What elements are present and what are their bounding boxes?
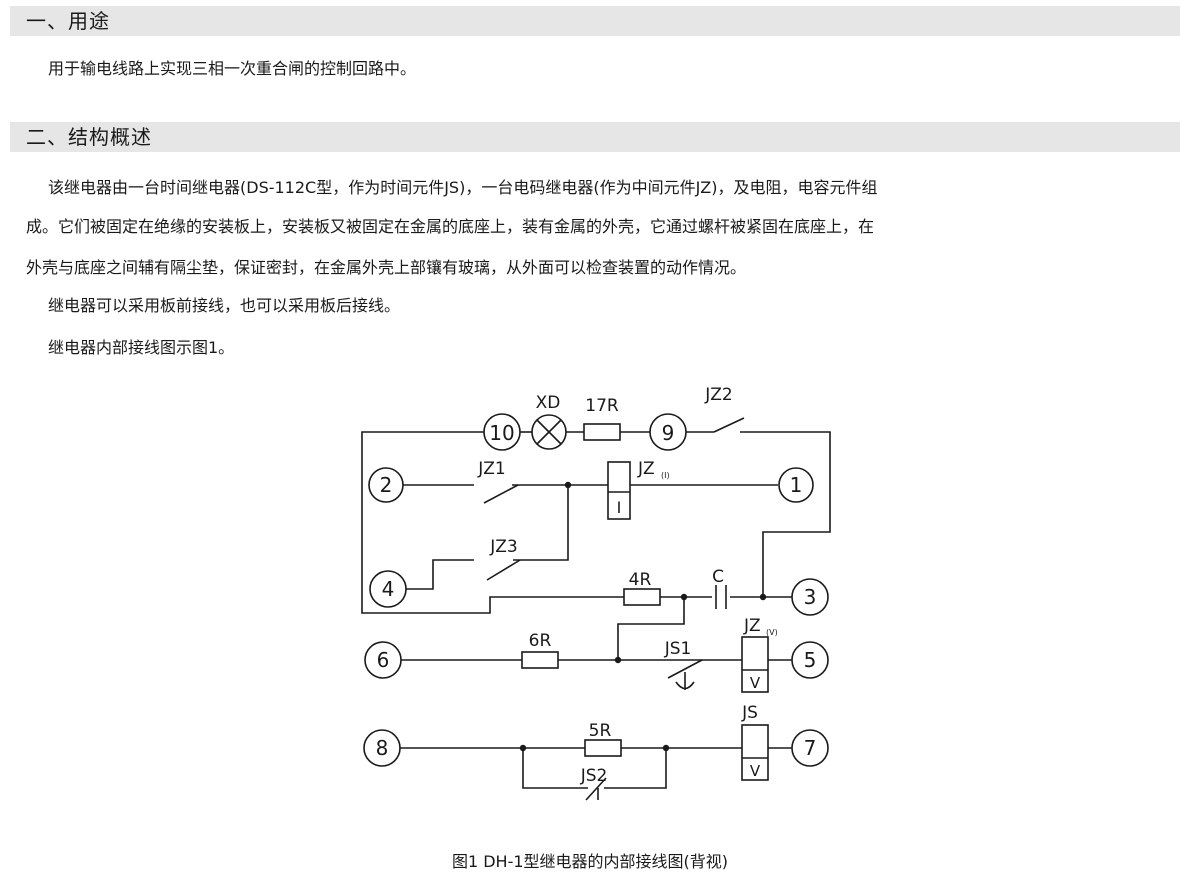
coil-js-mark: V: [750, 762, 761, 780]
label-c: C: [712, 567, 724, 587]
label-js: JS: [741, 703, 758, 723]
diagram-wires: [361, 417, 831, 801]
label-6r: 6R: [529, 631, 552, 651]
svg-text:2: 2: [380, 473, 393, 497]
coil-jz-v: [741, 636, 769, 693]
figure-caption: 图1 DH-1型继电器的内部接线图(背视): [451, 852, 729, 871]
label-jz-i-sub: (I): [661, 471, 670, 480]
section-2-header-bar: [10, 122, 1180, 152]
svg-text:6: 6: [377, 648, 390, 672]
label-4r: 4R: [629, 570, 652, 590]
label-jz-i: JZ: [637, 459, 655, 479]
label-jz-v: JZ: [743, 616, 761, 636]
section-1-header-bar: [10, 6, 1180, 36]
label-xd: XD: [536, 393, 561, 413]
terminal-5: 5: [791, 641, 829, 679]
section-2-title: 二、结构概述: [26, 125, 152, 149]
svg-text:8: 8: [376, 736, 389, 760]
terminal-1: 1: [778, 467, 814, 503]
terminal-4: 4: [369, 570, 407, 608]
terminal-9: 9: [649, 413, 687, 451]
terminal-2: 2: [368, 467, 404, 503]
resistor-5r: [584, 739, 622, 757]
label-jz3: JZ3: [489, 537, 517, 557]
svg-text:5: 5: [804, 648, 817, 672]
svg-text:7: 7: [804, 736, 817, 760]
label-jz2: JZ2: [704, 385, 732, 405]
svg-text:4: 4: [382, 577, 395, 601]
section-2-paragraph-line-2: 成。它们被固定在绝缘的安装板上，安装板又被固定在金属的底座上，装有金属的外壳，它…: [26, 217, 875, 236]
resistor-17r: [583, 423, 621, 441]
svg-text:10: 10: [489, 421, 514, 445]
section-2-paragraph-line-1: 该继电器由一台时间继电器(DS-112C型，作为时间元件JS)，一台电码继电器(…: [48, 178, 878, 197]
terminal-8: 8: [363, 729, 401, 767]
section-2-paragraph-3: 继电器内部接线图示图1。: [48, 338, 235, 357]
junction-dots: [519, 481, 767, 752]
label-jz1: JZ1: [477, 459, 505, 479]
terminal-3: 3: [791, 578, 829, 616]
section-2-paragraph-2: 继电器可以采用板前接线，也可以采用板后接线。: [48, 296, 401, 315]
svg-text:9: 9: [662, 421, 675, 445]
svg-text:3: 3: [804, 585, 817, 609]
label-17r: 17R: [585, 396, 619, 416]
coil-js: [741, 724, 769, 781]
resistor-4r: [623, 588, 661, 606]
coil-jz-v-mark: V: [750, 674, 761, 692]
terminal-7: 7: [791, 729, 829, 767]
section-1-paragraph: 用于输电线路上实现三相一次重合闸的控制回路中。: [48, 59, 417, 78]
coil-jz-i: [607, 461, 631, 520]
svg-text:1: 1: [790, 473, 803, 497]
label-5r: 5R: [589, 721, 612, 741]
label-js2: JS2: [580, 766, 608, 786]
terminal-6: 6: [364, 641, 402, 679]
coil-jz-i-mark: I: [617, 498, 622, 517]
label-jz-v-sub: (V): [766, 628, 778, 637]
resistor-6r: [521, 651, 559, 669]
lamp-xd-icon: [531, 414, 567, 450]
label-js1: JS1: [664, 639, 692, 659]
section-1-title: 一、用途: [26, 9, 110, 33]
terminal-10: 10: [483, 413, 521, 451]
section-2-paragraph-line-3: 外壳与底座之间辅有隔尘垫，保证密封，在金属外壳上部镶有玻璃，从外面可以检查装置的…: [26, 258, 747, 277]
capacitor-c: [715, 585, 727, 609]
